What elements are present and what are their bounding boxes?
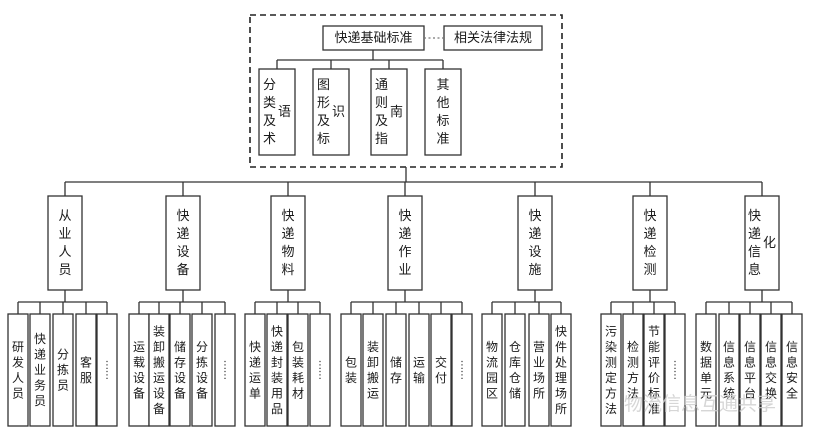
child-label: 装卸搬运 [367,340,379,401]
top-item-label: 其他标准 [436,78,449,147]
child-box [309,313,331,427]
child-label: 仓库仓储 [509,340,521,401]
child-box [29,313,51,427]
top-item-label: 图形及标识 [317,78,345,147]
top-item-box [370,68,408,156]
child-box [528,313,550,427]
child-label: 储存设备 [174,339,186,401]
category-label: 快递检测 [643,209,656,278]
category-label: 快递信息化 [748,209,776,278]
top-item-box [424,68,462,156]
watermark-text: 物流信息互通共享 [624,393,776,415]
child-box [244,313,266,427]
category-box [47,195,83,291]
child-box [451,313,473,427]
child-label: 快递业务员 [34,332,46,408]
child-ellipsis-label: ⋮⋮ [670,360,680,381]
child-box [550,313,572,427]
child-box [266,313,288,427]
child-ellipsis-label: ⋮⋮ [220,360,230,381]
category-label: 快递设施 [528,209,541,278]
child-box [287,313,309,427]
child-label: 节能评价标准 [648,324,660,416]
child-label: 数据单元 [700,339,712,401]
top-item-box [312,68,350,156]
child-box [739,313,761,427]
child-box [408,313,430,427]
child-box [622,313,644,427]
category-box [517,195,553,291]
child-label: 交付 [435,354,447,385]
category-label: 快递作业 [398,209,411,278]
child-label: 运输 [413,355,425,385]
category-label: 快递设备 [176,209,189,278]
top-item-label: 通则及指南 [375,78,403,147]
child-label: 快件处理场所 [555,324,567,416]
child-ellipsis-label: ⋮⋮ [457,360,467,381]
child-label: 包装耗材 [292,340,304,401]
child-box [169,313,191,427]
child-label: 装卸搬运设备 [153,324,165,416]
category-label: 快递物料 [281,209,294,278]
child-label: 营业场所 [533,340,545,401]
child-label: 快递运单 [249,340,261,401]
category-box [270,195,306,291]
child-label: 物流园区 [486,340,498,401]
child-label: 信息交换 [765,340,777,401]
child-box [481,313,503,427]
top-item-label: 分类及术语 [263,78,291,147]
top-item-box [258,68,296,156]
child-box [718,313,740,427]
child-box [600,313,622,427]
category-box [632,195,668,291]
child-box [695,313,717,427]
category-box [744,195,780,291]
child-label: 运载设备 [133,340,145,401]
child-box [760,313,782,427]
child-box [781,313,803,427]
child-label: 研发人员 [12,340,24,401]
child-box [214,313,236,427]
child-box [7,313,29,427]
category-label: 从业人员 [58,209,71,278]
child-box [362,313,384,427]
child-label: 分拣员 [57,348,69,393]
child-box [148,313,170,427]
child-label: 信息系统 [723,340,735,401]
child-label: 污染测定方法 [605,324,617,416]
child-box [643,313,665,427]
child-label: 储存 [390,354,402,385]
child-label: 信息平台 [744,340,756,401]
child-box [430,313,452,427]
child-box [75,313,97,427]
child-label: 分拣设备 [196,340,208,401]
child-label: 快递封装用品 [271,324,283,416]
child-box [191,313,213,427]
child-box [340,313,362,427]
child-box [52,313,74,427]
child-label: 信息安全 [786,340,798,401]
child-box [96,313,118,427]
child-label: 客服 [80,354,92,385]
child-box [385,313,407,427]
top-side-label: 相关法律法规 [454,31,532,46]
child-box [664,313,686,427]
child-ellipsis-label: ⋮⋮ [315,360,325,381]
child-label: 检测方法 [627,339,639,401]
child-label: 包装 [345,355,357,385]
child-ellipsis-label: ⋮⋮ [102,360,112,381]
child-box [504,313,526,427]
top-main-label: 快递基础标准 [334,31,412,46]
